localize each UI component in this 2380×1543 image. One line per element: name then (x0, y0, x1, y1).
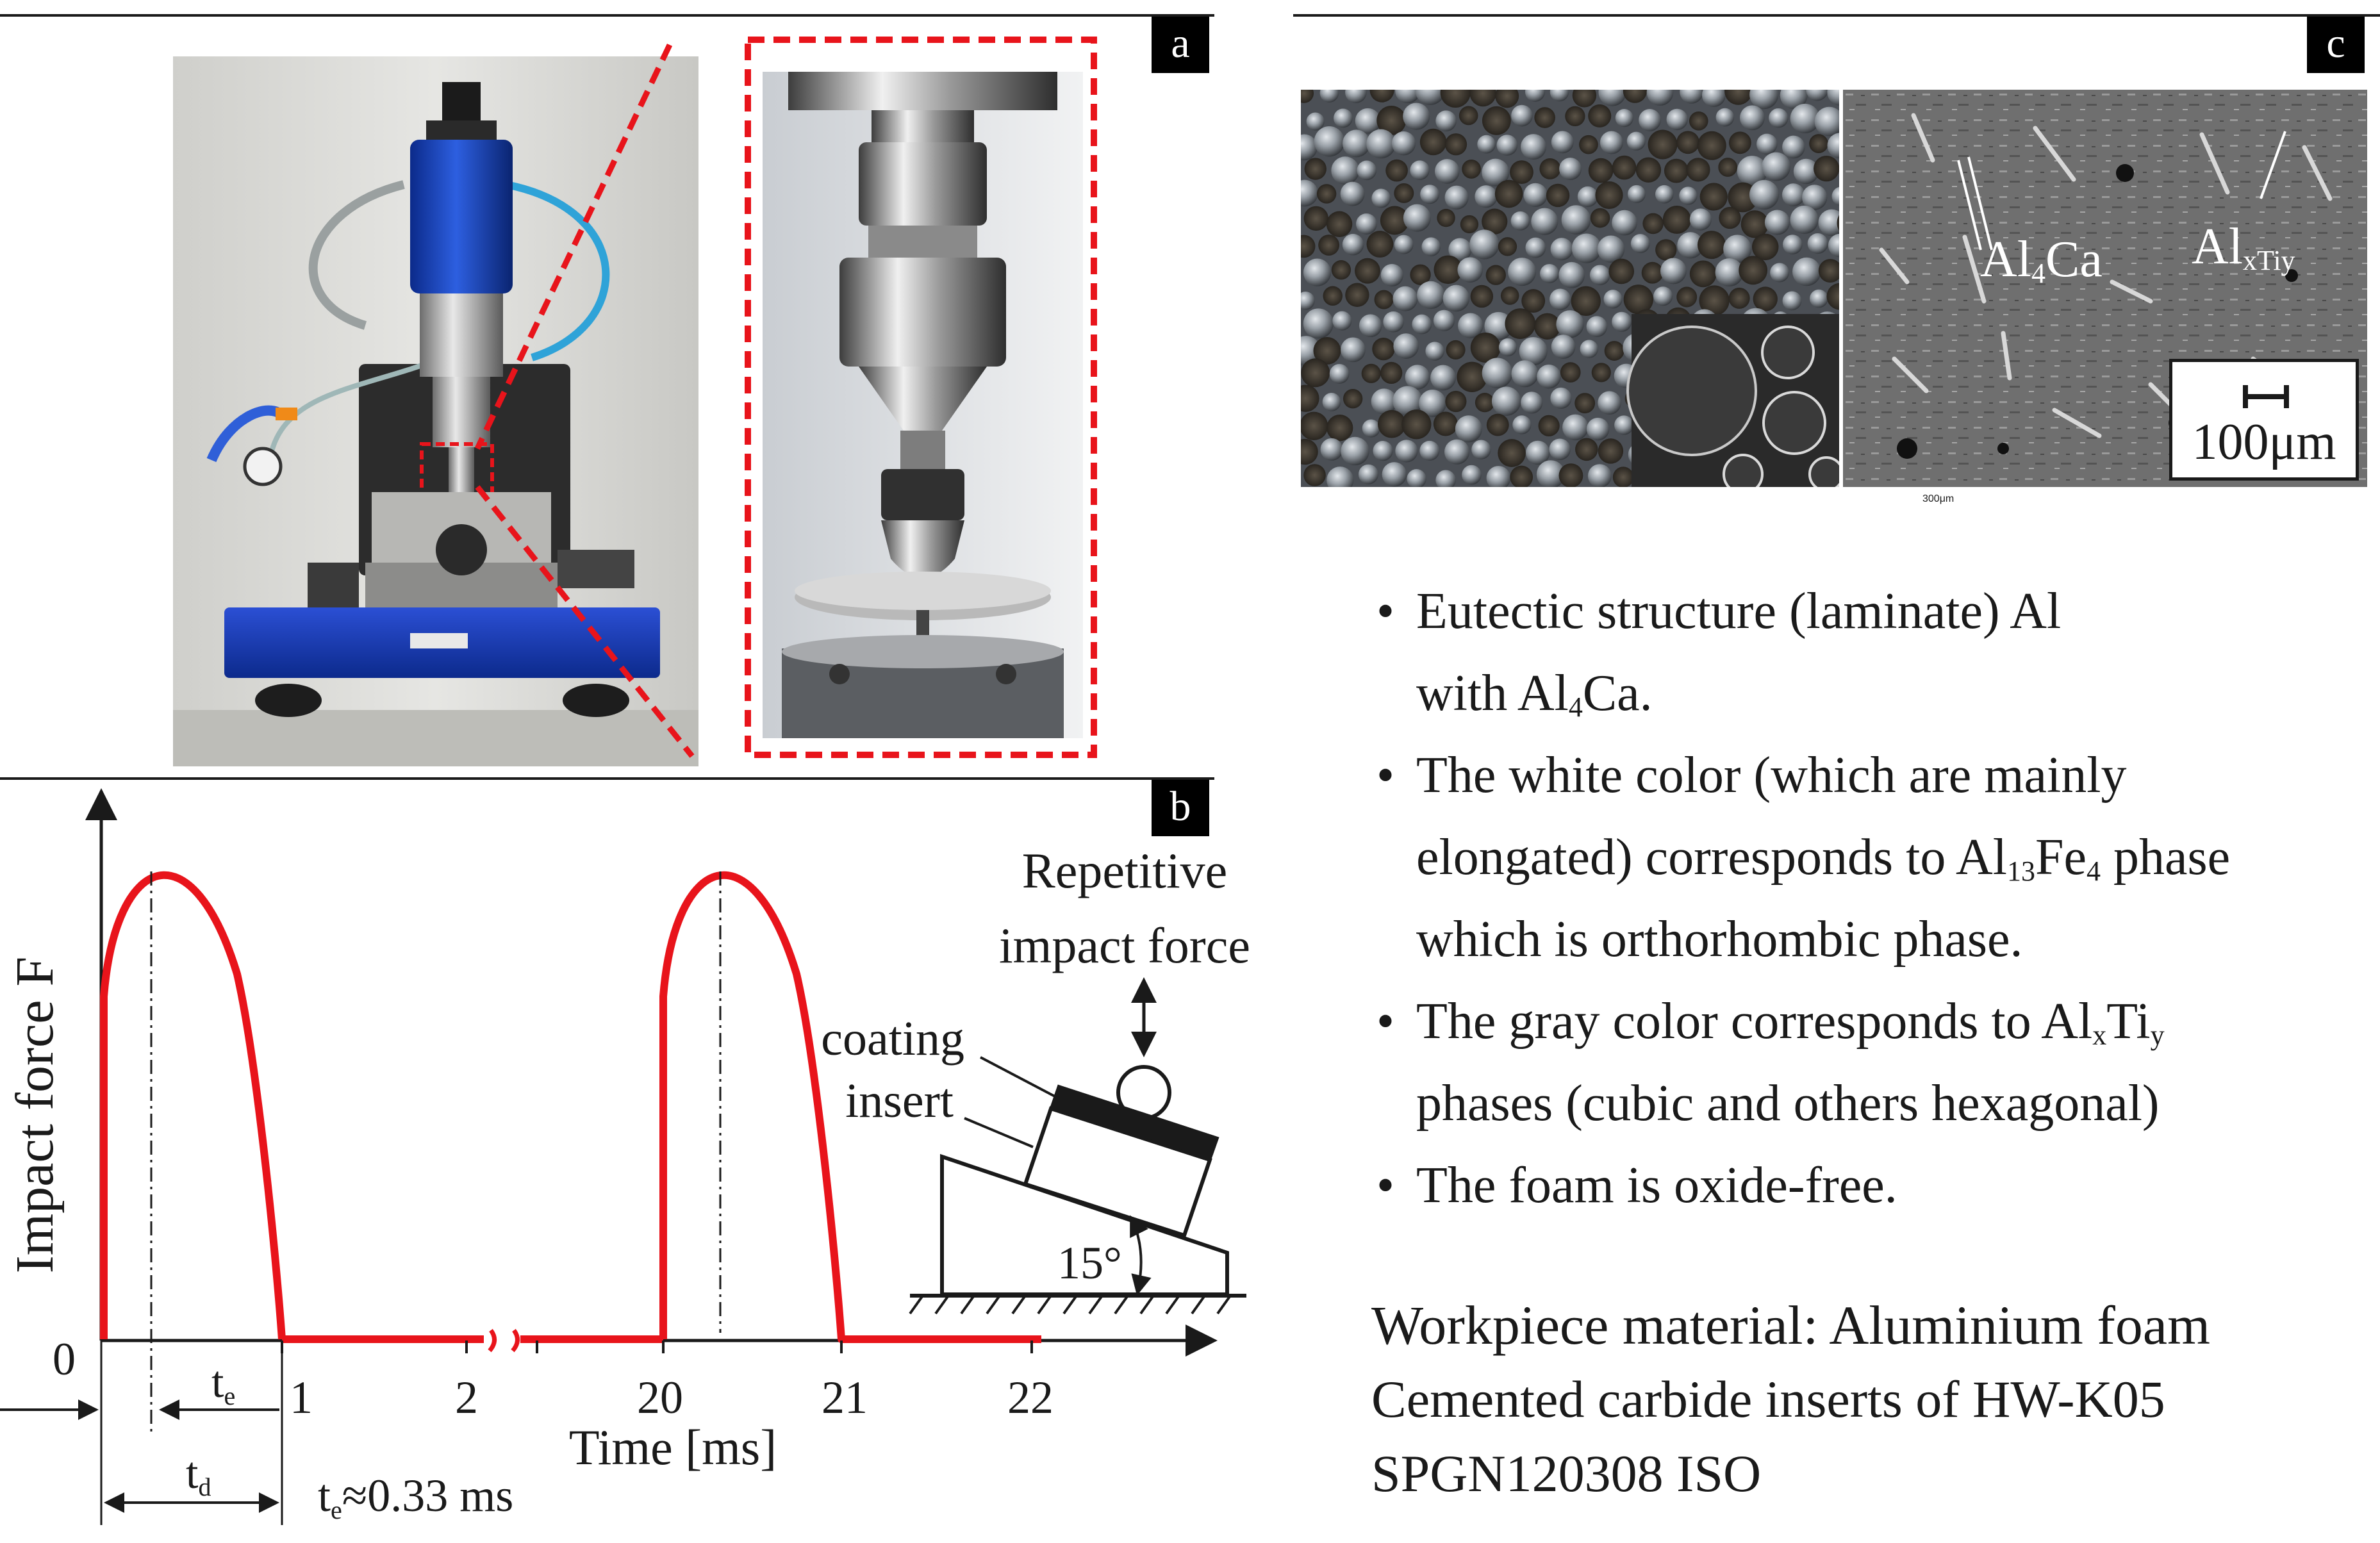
insert-leader (964, 1117, 1034, 1148)
x-tick-label-2: 2 (455, 1372, 478, 1423)
coating-label: coating (821, 1012, 964, 1066)
scale-bar-label: 100μm (2192, 414, 2336, 470)
workpiece-line: Workpiece material: Aluminium foam (1371, 1294, 2210, 1356)
scale-bar-line (2243, 394, 2289, 399)
scale-bar-end-right (2284, 385, 2289, 408)
impact-pulse-1 (100, 871, 286, 1340)
te-label: te (211, 1358, 235, 1410)
insert-line-2: SPGN120308 ISO (1371, 1444, 1762, 1503)
te-value-label: te≈0.33 ms (318, 1470, 513, 1524)
panel-a-top-rule (0, 14, 1214, 17)
x-tick-label-3: 20 (637, 1372, 683, 1423)
panel-c-tag: c (2307, 17, 2365, 73)
micro-scale-label: 300μm (1922, 493, 1954, 504)
finding-bullet-2: The white color (which are mainlyelongat… (1371, 734, 2371, 980)
insert-label: insert (845, 1074, 954, 1128)
workpiece-info: Workpiece material: Aluminium foam Cemen… (1371, 1288, 2371, 1511)
axis-break (482, 1326, 520, 1355)
origin-label: 0 (53, 1333, 76, 1385)
panel-b-tag: b (1152, 780, 1209, 836)
panel-c-top-rule (1293, 14, 2380, 17)
finding-bullet-3: The gray color corresponds to AlxTiyphas… (1371, 980, 2371, 1144)
finding-bullet-4: The foam is oxide-free. (1371, 1144, 2371, 1226)
panel-b-top-rule (0, 777, 1214, 780)
td-label: td (186, 1449, 211, 1501)
angle-label: 15° (1057, 1237, 1122, 1289)
sem-label-al4ca: Al4Ca (1980, 231, 2103, 289)
y-axis-label: Impact force F (5, 957, 65, 1273)
sem-micrograph (1843, 90, 2367, 487)
x-tick-label-1: 1 (290, 1372, 313, 1423)
scale-bar-box: 100μm (2169, 359, 2359, 481)
sem-label-alxtiy: AlxTiy (2192, 219, 2295, 276)
insert-line-1: Cemented carbide inserts of HW-K05 (1371, 1370, 2165, 1428)
coating-leader (980, 1056, 1057, 1098)
aluminium-foam-photo (1301, 90, 1839, 487)
x-axis-label: Time [ms] (569, 1419, 777, 1475)
scale-bar-end-left (2243, 385, 2248, 408)
inclined-insert-schematic: Repetitive impact force coating insert 1… (821, 843, 1250, 1315)
ground-hatch (909, 1294, 1232, 1315)
x-tick-label-4: 21 (822, 1372, 868, 1423)
inset-title-line2: impact force (999, 918, 1250, 973)
inset-title-line1: Repetitive (1022, 843, 1228, 898)
impact-pulse-2 (659, 871, 1041, 1343)
panel-a-tag: a (1152, 17, 1209, 73)
x-tick-label-5: 22 (1007, 1372, 1054, 1423)
coating-layer (1049, 1084, 1219, 1162)
angle-arc (1130, 1215, 1152, 1296)
